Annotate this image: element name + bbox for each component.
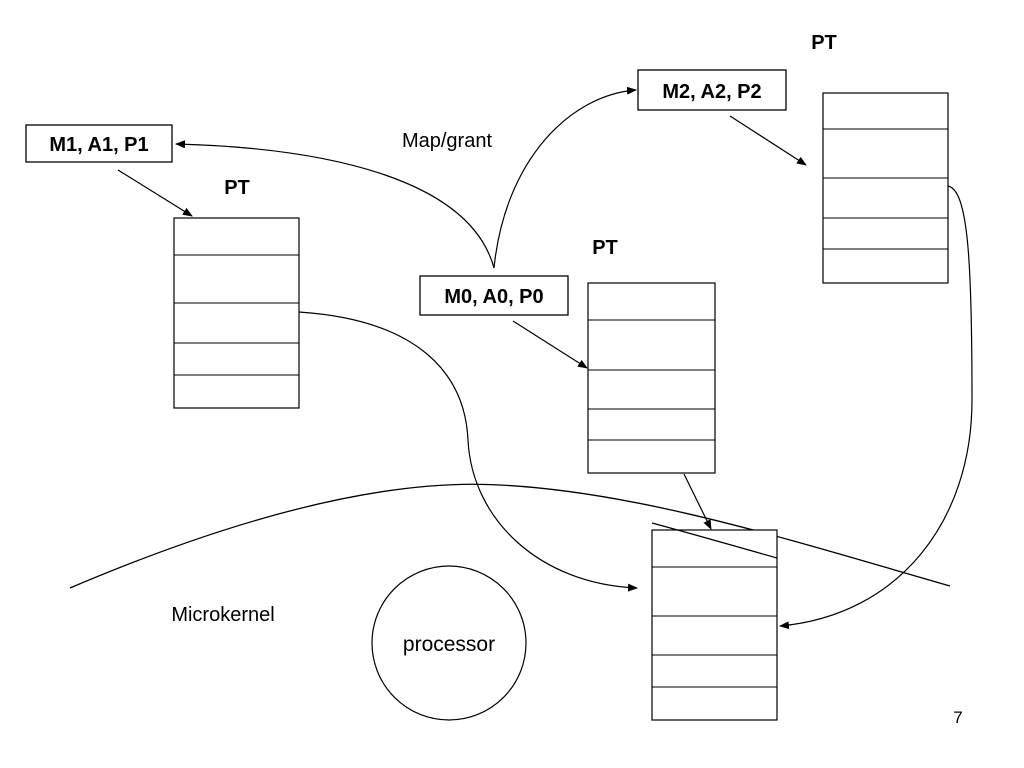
page-table-0-label: PT (592, 237, 618, 259)
process-1-box: M1, A1, P1 (25, 124, 173, 163)
process-2-label: M2, A2, P2 (662, 81, 761, 103)
microkernel-boundary (69, 483, 951, 589)
page-table-2 (822, 92, 949, 284)
processor: processor (371, 565, 527, 721)
arrow-pt-2-to-memory (779, 185, 973, 630)
arrow-process-2-to-pt (729, 115, 807, 166)
physical-memory-table (651, 529, 778, 721)
arrow-process-0-to-pt (512, 320, 588, 369)
process-0-label: M0, A0, P0 (444, 286, 543, 308)
page-number: 7 (953, 708, 962, 727)
arrow-pt-1-to-memory (298, 311, 638, 592)
arrow-map-grant-to-process-2 (493, 86, 637, 269)
page-table-1-label: PT (224, 177, 250, 199)
arrow-pt-0-to-memory (683, 473, 712, 530)
page-table-1 (173, 217, 300, 409)
arrow-process-1-to-pt (117, 169, 193, 217)
page-table-0 (587, 282, 716, 474)
arrow-map-grant-to-process-1 (175, 140, 495, 269)
processor-label: processor (403, 633, 495, 656)
map-grant-label: Map/grant (402, 130, 492, 152)
process-1-label: M1, A1, P1 (49, 134, 148, 156)
microkernel-label: Microkernel (171, 604, 274, 626)
process-0-box: M0, A0, P0 (419, 275, 569, 316)
page-table-2-label: PT (811, 32, 837, 54)
microkernel-boundary-overlay (651, 522, 778, 559)
process-2-box: M2, A2, P2 (637, 69, 787, 111)
